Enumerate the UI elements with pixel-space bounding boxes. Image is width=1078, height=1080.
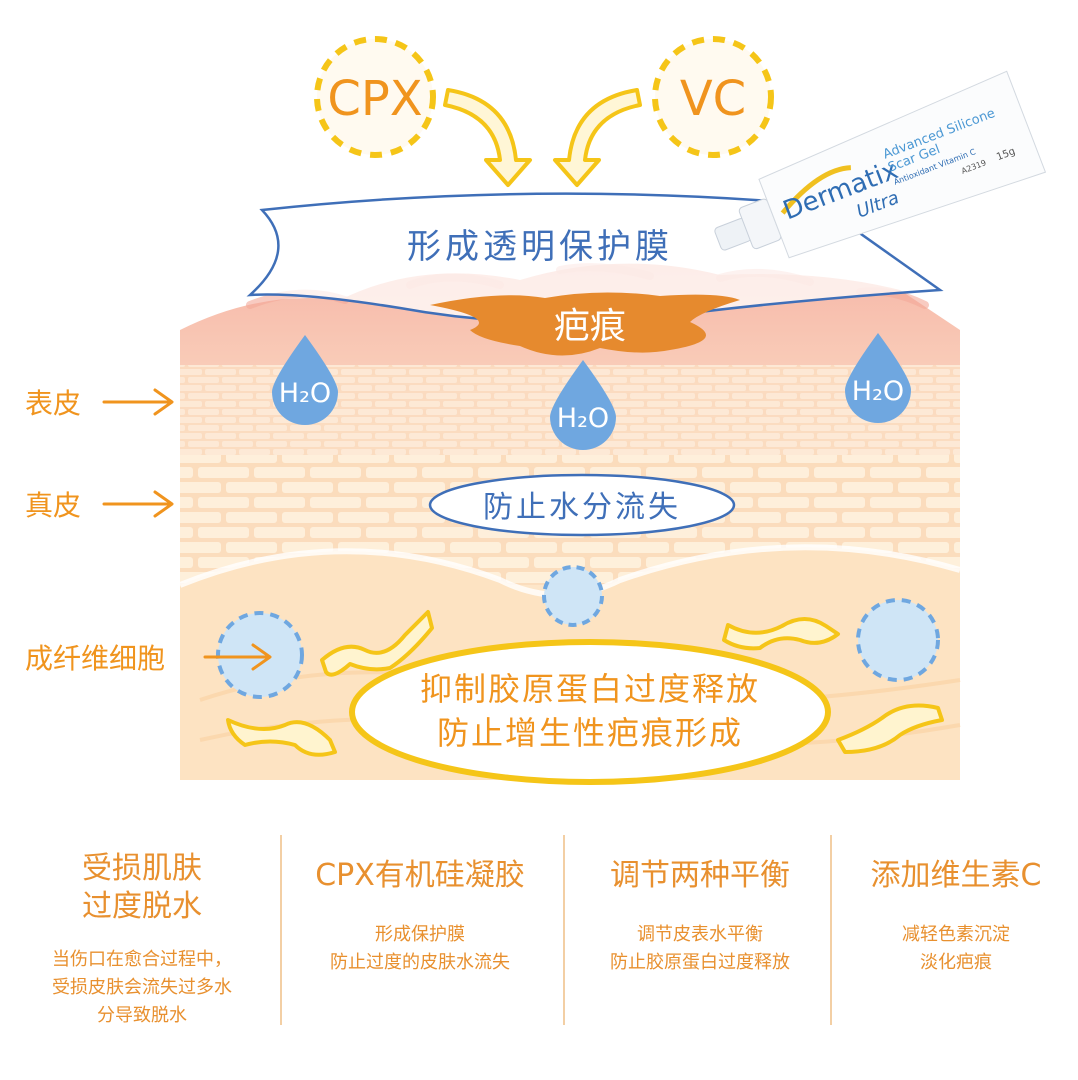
arrow-right-icon	[203, 643, 272, 671]
arrow-down-left-icon	[553, 88, 642, 187]
water-drop-3: H₂O	[845, 333, 911, 423]
column-desc: 调节皮表水平衡 防止胶原蛋白过度释放	[610, 924, 790, 973]
svg-text:H₂O: H₂O	[852, 376, 904, 407]
scar: 疤痕	[430, 292, 740, 356]
fibroblast-cell-2	[542, 565, 604, 627]
column-divider	[280, 835, 282, 1025]
column-title: 调节两种平衡	[610, 858, 790, 893]
info-column-1: 受损肌肤 过度脱水 当伤口在愈合过程中， 受损皮肤会流失过多水 分导致脱水	[8, 850, 276, 1030]
svg-text:VC: VC	[680, 71, 746, 127]
skin-diagram: CPX VC 形成透明保护膜 疤痕 Dermatix Ultra Advance…	[25, 36, 1047, 785]
column-title: 受损肌肤 过度脱水	[82, 851, 202, 924]
gel-tube-image: Dermatix Ultra Advanced Silicone Scar Ge…	[714, 70, 1047, 259]
moisture-label: 防止水分流失	[483, 490, 681, 525]
svg-text:CPX: CPX	[327, 71, 422, 127]
svg-text:H₂O: H₂O	[279, 378, 331, 409]
column-desc: 减轻色素沉淀 淡化疤痕	[902, 924, 1010, 973]
collagen-fiber-4	[836, 703, 944, 754]
collagen-fiber-2	[722, 617, 840, 651]
vc-badge: VC	[652, 36, 774, 158]
arrow-right-icon	[102, 388, 174, 416]
cpx-badge: CPX	[314, 36, 436, 158]
collagen-fiber-1	[320, 610, 434, 677]
water-drop-1: H₂O	[272, 335, 338, 425]
column-desc: 形成保护膜 防止过度的皮肤水流失	[330, 924, 510, 973]
epidermis-label: 表皮	[25, 387, 81, 420]
arrow-right-icon	[102, 490, 174, 518]
collagen-line-1: 抑制胶原蛋白过度释放	[420, 670, 760, 708]
column-title: 添加维生素C	[870, 858, 1042, 893]
arrow-down-right-icon	[443, 88, 532, 187]
water-drop-2: H₂O	[550, 360, 616, 450]
info-column-3: 调节两种平衡 调节皮表水平衡 防止胶原蛋白过度释放	[566, 857, 834, 977]
collagen-line-2: 防止增生性疤痕形成	[437, 714, 743, 752]
fibroblast-label: 成纤维细胞	[25, 642, 165, 675]
collagen-bubble	[349, 639, 831, 785]
info-column-4: 添加维生素C 减轻色素沉淀 淡化疤痕	[822, 857, 1078, 977]
svg-text:H₂O: H₂O	[557, 403, 609, 434]
dermis-label: 真皮	[25, 489, 81, 522]
film-label: 形成透明保护膜	[407, 227, 673, 267]
info-column-2: CPX有机硅凝胶 形成保护膜 防止过度的皮肤水流失	[286, 857, 554, 977]
column-title: CPX有机硅凝胶	[315, 858, 525, 893]
column-divider	[830, 835, 832, 1025]
info-columns: 受损肌肤 过度脱水 当伤口在愈合过程中， 受损皮肤会流失过多水 分导致脱水 CP…	[0, 820, 1078, 1060]
collagen-fiber-3	[226, 718, 337, 757]
svg-text:疤痕: 疤痕	[554, 306, 626, 347]
moisture-bubble	[428, 473, 736, 537]
column-divider	[563, 835, 565, 1025]
column-desc: 当伤口在愈合过程中， 受损皮肤会流失过多水 分导致脱水	[52, 949, 232, 1026]
fibroblast-cell-1	[216, 611, 304, 699]
fibroblast-cell-3	[856, 598, 940, 682]
